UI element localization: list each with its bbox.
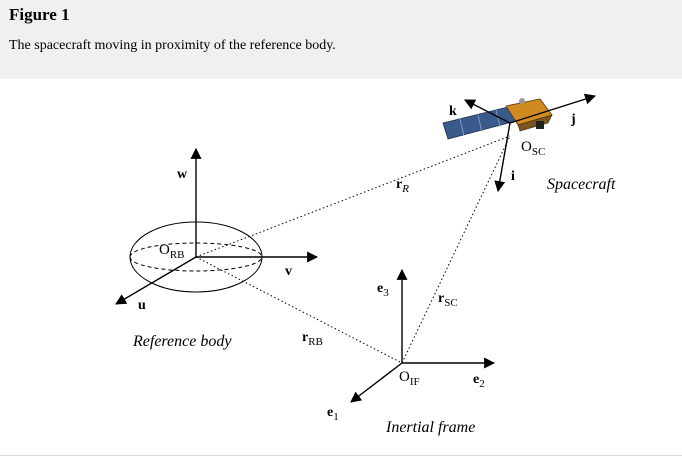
w-label: w bbox=[177, 167, 188, 182]
i-label: i bbox=[511, 169, 515, 184]
e1-axis bbox=[350, 362, 403, 403]
o-rb-label: ORB bbox=[159, 242, 185, 261]
k-axis bbox=[464, 99, 511, 124]
reference-body-label: Reference body bbox=[132, 333, 232, 350]
bottom-divider bbox=[0, 455, 682, 456]
k-label: k bbox=[449, 104, 457, 119]
e2-label: e2 bbox=[473, 372, 485, 390]
r-sc-vector bbox=[401, 135, 511, 364]
inertial-frame-label: Inertial frame bbox=[385, 419, 475, 436]
r-rb-vector bbox=[195, 256, 403, 364]
r-r-label: rR bbox=[396, 177, 409, 195]
figure-caption: The spacecraft moving in proximity of th… bbox=[9, 38, 336, 53]
u-label: u bbox=[138, 298, 146, 313]
diagram: w u v ORB Reference body rR rRB rSC e3 e… bbox=[115, 93, 616, 436]
o-if-label: OIF bbox=[399, 369, 420, 388]
j-label: j bbox=[570, 112, 576, 127]
spacecraft-icon bbox=[442, 98, 553, 140]
figure-title: Figure 1 bbox=[9, 5, 70, 24]
r-r-vector bbox=[195, 135, 511, 258]
u-axis bbox=[115, 256, 197, 305]
j-axis bbox=[509, 93, 597, 124]
spacecraft-label: Spacecraft bbox=[547, 176, 616, 193]
figure-caption-panel: Figure 1 The spacecraft moving in proxim… bbox=[0, 0, 682, 79]
v-label: v bbox=[285, 264, 292, 279]
e1-label: e1 bbox=[327, 405, 339, 423]
i-axis bbox=[494, 122, 511, 193]
r-rb-label: rRB bbox=[302, 330, 323, 348]
o-sc-label: OSC bbox=[521, 139, 545, 158]
e3-label: e3 bbox=[377, 281, 389, 299]
r-sc-label: rSC bbox=[438, 291, 458, 309]
